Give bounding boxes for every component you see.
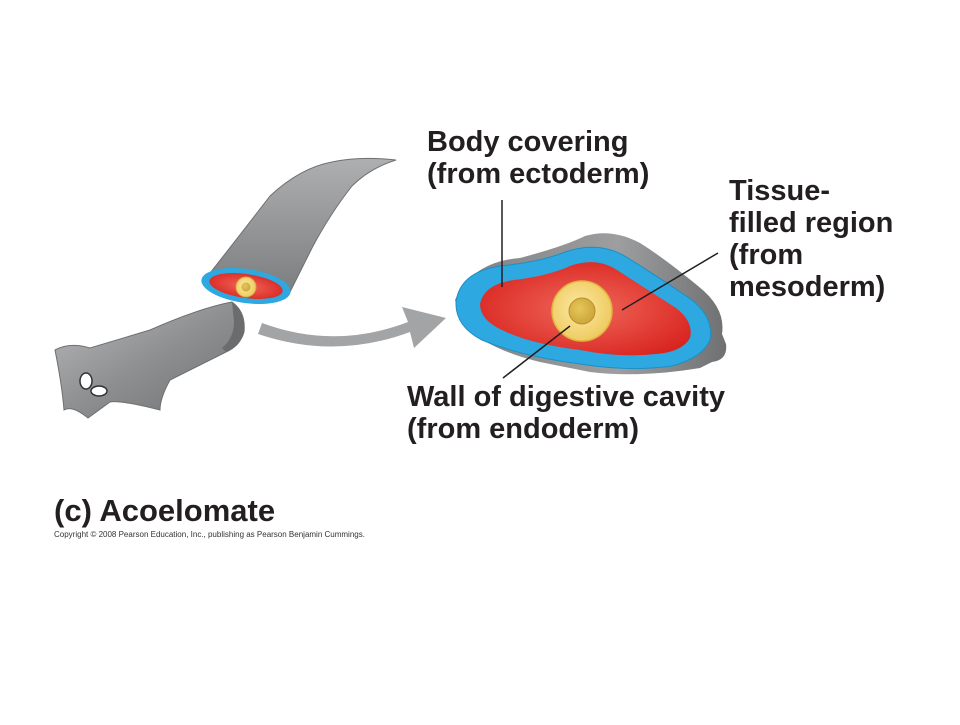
label-tissue-line1: Tissue- (729, 175, 831, 207)
leader-tissue-filled (621, 252, 719, 311)
label-wall-line1: Wall of digestive cavity (407, 381, 726, 413)
label-body-covering-line2: (from ectoderm) (427, 158, 650, 190)
label-body-covering: Body covering (from ectoderm) (427, 126, 649, 190)
cross-section-enlarged (455, 233, 727, 375)
flatworm-tail (201, 157, 397, 304)
label-tissue-line2: filled region (729, 207, 894, 239)
digestive-cavity (568, 297, 596, 325)
curved-arrow (258, 307, 446, 348)
label-body-covering-line1: Body covering (427, 126, 629, 158)
label-digestive-wall: Wall of digestive cavity (from endoderm) (407, 381, 725, 445)
leader-digestive-wall (502, 325, 571, 379)
eyespot-left (79, 372, 93, 390)
flatworm-head (54, 301, 245, 419)
figure-caption: (c) Acoelomate (54, 493, 276, 528)
tail-gut-lumen (241, 282, 251, 292)
eyespot-right (90, 385, 108, 397)
label-tissue-filled-region: Tissue- filled region (from mesoderm) (729, 175, 893, 303)
label-tissue-line3: (from (729, 239, 804, 271)
copyright-notice: Copyright © 2008 Pearson Education, Inc.… (54, 530, 365, 539)
label-tissue-line4: mesoderm) (729, 271, 886, 303)
label-wall-line2: (from endoderm) (407, 413, 639, 445)
